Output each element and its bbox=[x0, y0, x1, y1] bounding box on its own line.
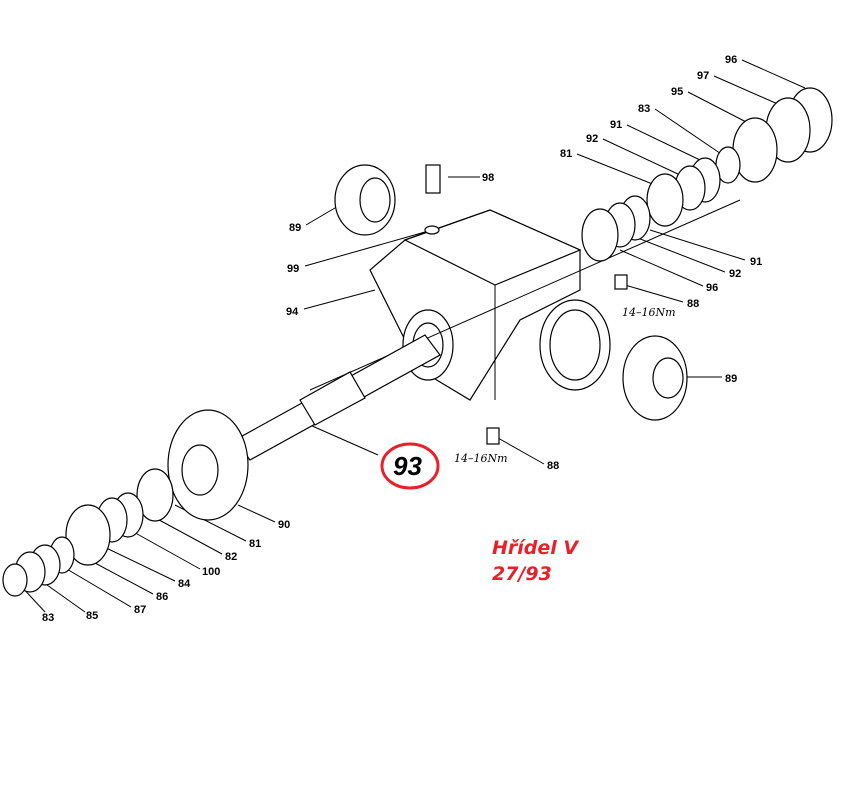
part-label: 83 bbox=[42, 612, 54, 624]
part-label: 96 bbox=[725, 54, 737, 66]
part-label: 89 bbox=[289, 222, 301, 234]
part-label: 89 bbox=[725, 373, 737, 385]
torque-label: 14–16Nm bbox=[622, 306, 676, 319]
part-label: 96 bbox=[706, 282, 718, 294]
plugs bbox=[424, 164, 628, 445]
part-name: Hřídel V bbox=[492, 537, 579, 559]
part-label: 81 bbox=[560, 148, 572, 160]
bevel-gears bbox=[167, 164, 688, 521]
part-label: 97 bbox=[697, 70, 709, 82]
part-label: 84 bbox=[178, 578, 191, 590]
part-label: 86 bbox=[156, 591, 168, 603]
part-label: 92 bbox=[586, 133, 598, 145]
part-labels: 96 97 95 83 91 92 81 98 89 99 94 91 92 9… bbox=[42, 54, 762, 624]
part-label: 98 bbox=[482, 172, 494, 184]
part-label: 94 bbox=[286, 306, 299, 318]
part-label: 83 bbox=[638, 103, 650, 115]
part-label: 88 bbox=[547, 460, 559, 472]
part-label: 99 bbox=[287, 263, 299, 275]
rings-and-bearings bbox=[2, 87, 833, 597]
torque-label: 14–16Nm bbox=[454, 452, 508, 465]
part-label: 87 bbox=[134, 604, 146, 616]
part-label: 90 bbox=[278, 519, 290, 531]
highlighted-part-label: 93 bbox=[393, 451, 422, 481]
part-label: 91 bbox=[610, 119, 622, 131]
part-label: 95 bbox=[671, 86, 683, 98]
part-label: 100 bbox=[202, 566, 220, 578]
highlight-circle bbox=[380, 442, 440, 490]
part-label: 85 bbox=[86, 610, 98, 622]
part-label: 82 bbox=[225, 551, 237, 563]
part-label: 92 bbox=[729, 268, 741, 280]
part-label: 91 bbox=[750, 256, 762, 268]
leader-lines bbox=[19, 59, 806, 613]
part-number: 27/93 bbox=[492, 563, 552, 585]
shaft-93 bbox=[234, 334, 441, 461]
part-label: 88 bbox=[687, 298, 699, 310]
part-label: 81 bbox=[249, 538, 261, 550]
part-caption: Hřídel V 27/93 bbox=[492, 535, 578, 587]
